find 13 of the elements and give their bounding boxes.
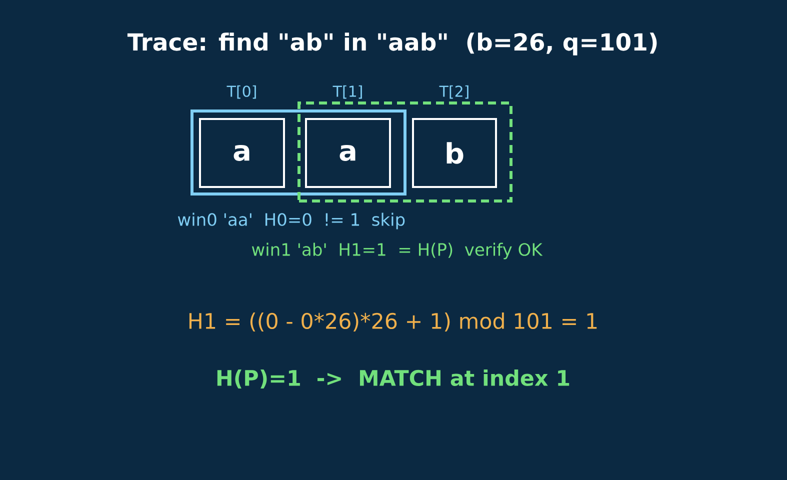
title: Trace: find "ab" in "aab" (b=26, q=101) [127, 32, 657, 56]
index-label: T[1] [332, 85, 362, 99]
letter-box: a [305, 118, 391, 188]
letter-box: a [199, 118, 285, 188]
window-frame [190, 110, 406, 196]
letter-box: b [412, 118, 497, 188]
window-note: win1 'ab' H1=1 = H(P) verify OK [252, 242, 543, 260]
result-text: H(P)=1 -> MATCH at index 1 [217, 369, 570, 389]
index-label: T[2] [439, 85, 468, 99]
window-note: win0 'aa' H0=0 != 1 skip [178, 212, 405, 230]
formula-text: H1 = ((0 - 0*26)*26 + 1) mod 101 = 1 [189, 312, 597, 332]
window-frame [298, 102, 512, 202]
index-label: T[0] [226, 85, 256, 99]
